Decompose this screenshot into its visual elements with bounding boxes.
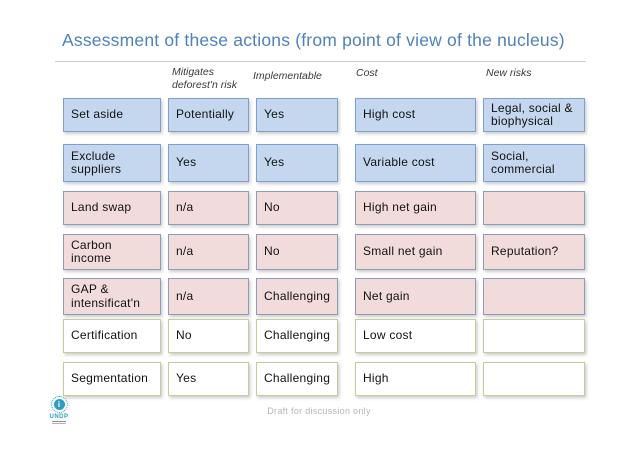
cell-implementable: Challenging <box>256 362 338 396</box>
table-row: Carbon income n/a No Small net gain Repu… <box>0 234 638 270</box>
undp-logo-icon: i <box>50 396 68 413</box>
cell-cost: Small net gain <box>355 234 476 270</box>
cell-cost: High net gain <box>355 191 476 225</box>
undp-logo: i UNDP <box>46 396 72 425</box>
row-label-cell: Certification <box>63 319 161 353</box>
table-row: GAP & intensificat'n n/a Challenging Net… <box>0 278 638 315</box>
table-row: Segmentation Yes Challenging High <box>0 362 638 396</box>
column-header-mitigates: Mitigates deforest'n risk <box>172 66 238 92</box>
cell-new-risks <box>483 278 585 315</box>
cell-mitigates: Yes <box>168 144 249 182</box>
row-label-cell: Exclude suppliers <box>63 144 161 182</box>
table-row: Set aside Potentially Yes High cost Lega… <box>0 98 638 132</box>
title-underline <box>55 61 586 62</box>
cell-implementable: Challenging <box>256 278 338 315</box>
cell-mitigates: Potentially <box>168 98 249 132</box>
cell-new-risks: Reputation? <box>483 234 585 270</box>
cell-mitigates: n/a <box>168 191 249 225</box>
row-label-cell: GAP & intensificat'n <box>63 278 161 315</box>
cell-cost: High <box>355 362 476 396</box>
cell-new-risks: Legal, social & biophysical <box>483 98 585 132</box>
cell-new-risks <box>483 362 585 396</box>
cell-implementable: No <box>256 234 338 270</box>
table-row: Land swap n/a No High net gain <box>0 191 638 225</box>
undp-logo-label: UNDP <box>49 414 69 420</box>
column-header-new-risks: New risks <box>486 67 532 79</box>
cell-cost: High cost <box>355 98 476 132</box>
cell-implementable: Challenging <box>256 319 338 353</box>
table-row: Certification No Challenging Low cost <box>0 319 638 353</box>
row-label-cell: Carbon income <box>63 234 161 270</box>
cell-new-risks <box>483 319 585 353</box>
footer-note: Draft for discussion only <box>267 406 371 416</box>
cell-mitigates: n/a <box>168 278 249 315</box>
cell-implementable: Yes <box>256 98 338 132</box>
cell-new-risks <box>483 191 585 225</box>
cell-cost: Low cost <box>355 319 476 353</box>
cell-new-risks: Social, commercial <box>483 144 585 182</box>
cell-implementable: No <box>256 191 338 225</box>
cell-cost: Variable cost <box>355 144 476 182</box>
column-header-cost: Cost <box>356 67 378 79</box>
undp-logo-smallprint <box>52 421 66 425</box>
cell-implementable: Yes <box>256 144 338 182</box>
row-label-cell: Set aside <box>63 98 161 132</box>
cell-mitigates: Yes <box>168 362 249 396</box>
page-title: Assessment of these actions (from point … <box>62 30 565 50</box>
column-header-implementable: Implementable <box>253 70 322 82</box>
cell-mitigates: n/a <box>168 234 249 270</box>
cell-mitigates: No <box>168 319 249 353</box>
table-row: Exclude suppliers Yes Yes Variable cost … <box>0 144 638 182</box>
row-label-cell: Segmentation <box>63 362 161 396</box>
cell-cost: Net gain <box>355 278 476 315</box>
row-label-cell: Land swap <box>63 191 161 225</box>
